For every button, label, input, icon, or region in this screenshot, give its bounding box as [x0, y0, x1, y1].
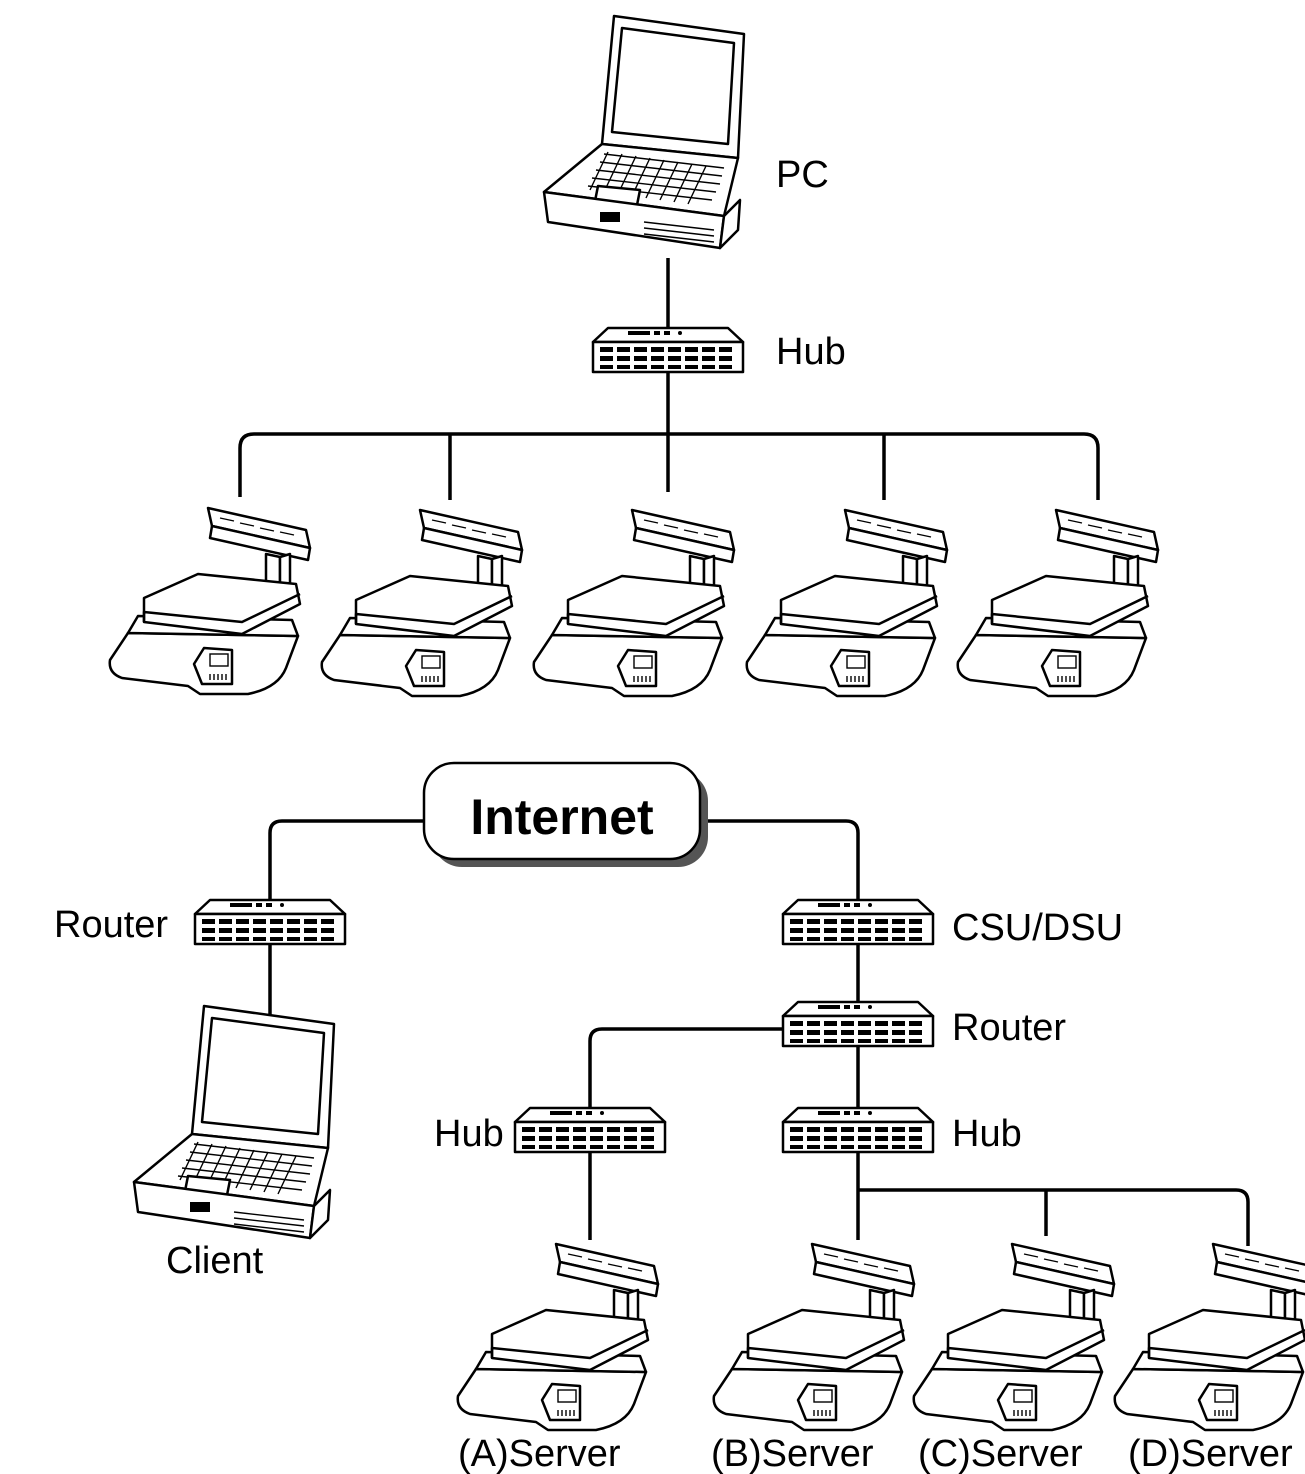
- bottom-network-wires: [268, 819, 1250, 1246]
- csu-dsu-icon: [781, 898, 935, 946]
- hub-left-label: Hub: [434, 1113, 504, 1155]
- scale-2-icon: [320, 508, 524, 698]
- server-c-label: (C)Server: [918, 1433, 1083, 1474]
- client-laptop-icon: [132, 1004, 336, 1240]
- server-b-scale-icon: [712, 1242, 916, 1432]
- server-a-label: (A)Server: [458, 1433, 621, 1474]
- scale-4-icon: [745, 508, 949, 698]
- scale-1-icon: [108, 506, 312, 696]
- server-d-label: (D)Server: [1128, 1433, 1293, 1474]
- server-c-scale-icon: [912, 1242, 1116, 1432]
- hub-right-label: Hub: [952, 1113, 1022, 1155]
- server-d-scale-icon: [1113, 1242, 1305, 1432]
- router-right-label: Router: [952, 1007, 1066, 1049]
- csu-dsu-label: CSU/DSU: [952, 907, 1123, 949]
- hub-top-label: Hub: [776, 331, 846, 373]
- server-a-scale-icon: [456, 1242, 660, 1432]
- router-left-icon: [193, 898, 347, 946]
- client-label: Client: [166, 1240, 264, 1282]
- internet-label: Internet: [470, 789, 654, 845]
- pc-label: PC: [776, 154, 829, 196]
- router-right-icon: [781, 1000, 935, 1048]
- server-b-label: (B)Server: [711, 1433, 874, 1474]
- hub-top-icon: [591, 326, 745, 374]
- hub-right-icon: [781, 1106, 935, 1154]
- scale-5-icon: [956, 508, 1160, 698]
- internet-cloud-icon: Internet: [422, 761, 708, 867]
- top-network-wires: [238, 258, 1100, 500]
- scale-3-icon: [532, 508, 736, 698]
- hub-left-icon: [513, 1106, 667, 1154]
- pc-laptop-icon: [542, 14, 746, 250]
- router-left-label: Router: [54, 904, 168, 946]
